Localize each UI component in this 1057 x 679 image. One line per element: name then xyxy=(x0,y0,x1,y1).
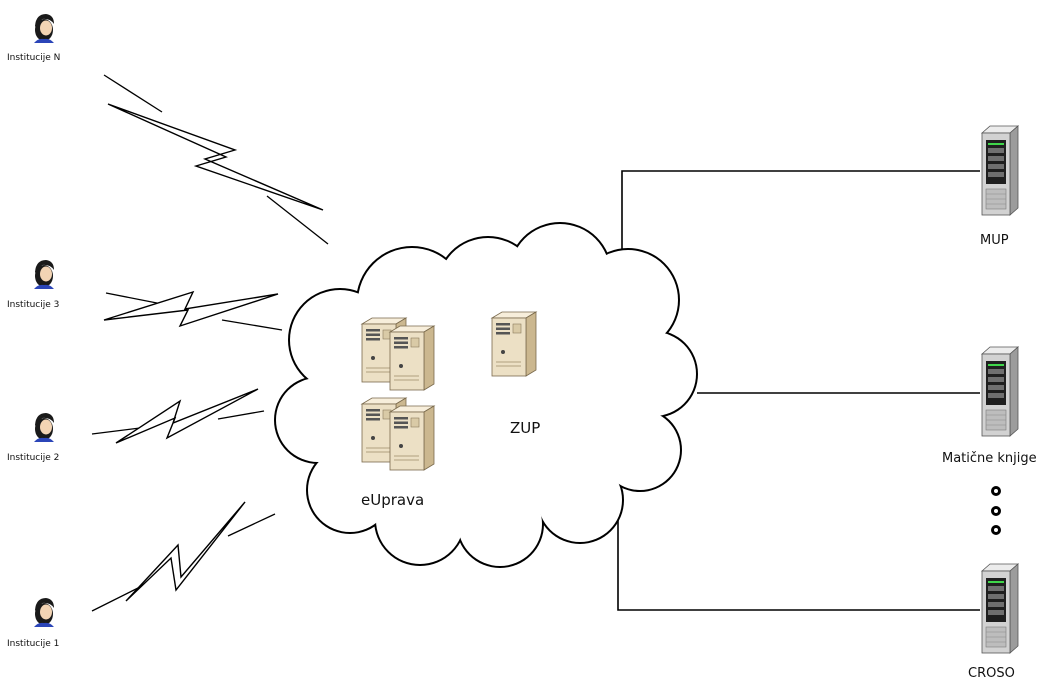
institution-n: Institucije N xyxy=(7,14,60,63)
ellipsis-dots xyxy=(991,486,1001,535)
institution-3: Institucije 3 xyxy=(7,260,59,310)
institution-2-label: Institucije 2 xyxy=(7,453,59,463)
institution-3-label: Institucije 3 xyxy=(7,300,59,310)
mup-server-icon xyxy=(981,125,1019,216)
link-to-mup xyxy=(621,170,980,262)
wireless-link-3 xyxy=(103,290,283,331)
maticne-knjige-label: Matične knjige xyxy=(942,451,1037,466)
maticne-knjige-server-icon xyxy=(981,346,1019,437)
person-icon xyxy=(34,14,54,43)
institution-2: Institucije 2 xyxy=(7,413,59,463)
link-to-croso xyxy=(617,518,980,611)
croso-server-icon xyxy=(981,563,1019,654)
institution-1-label: Institucije 1 xyxy=(7,639,59,649)
institution-n-label: Institucije N xyxy=(7,53,60,63)
wireless-link-1 xyxy=(91,501,276,612)
euprava-label: eUprava xyxy=(361,491,424,509)
person-icon xyxy=(34,413,54,442)
mup-label: MUP xyxy=(980,233,1009,248)
wireless-link-2 xyxy=(91,388,265,444)
cloud xyxy=(274,222,698,568)
person-icon xyxy=(34,598,54,627)
person-icon xyxy=(34,260,54,289)
croso-label: CROSO xyxy=(968,666,1015,679)
euprava-server-icon xyxy=(389,405,435,471)
institution-1: Institucije 1 xyxy=(7,598,59,649)
zup-label: ZUP xyxy=(510,419,540,437)
zup-server-icon xyxy=(491,311,537,377)
euprava-server-icon xyxy=(389,325,435,391)
wireless-link-n xyxy=(103,74,329,245)
